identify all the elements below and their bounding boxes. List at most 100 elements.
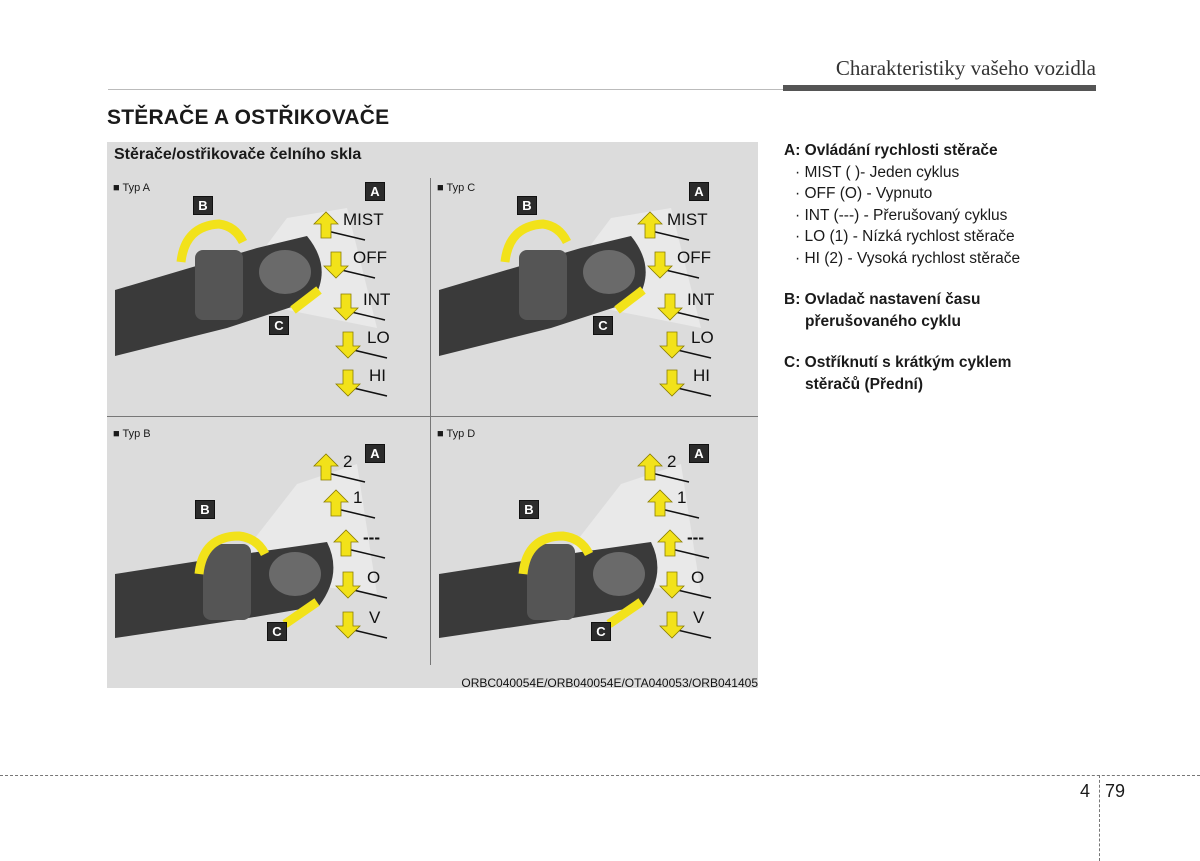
page-number: 79: [1105, 781, 1126, 801]
arrow-down-icon: [335, 611, 361, 639]
rotation-arrow: [500, 219, 572, 263]
wiper-icon: [593, 552, 645, 596]
arrow-down-icon: [659, 611, 685, 639]
legend-c-heading: C: Ostříknutí s krátkým cyklem: [784, 354, 1012, 371]
position-label: 1: [353, 488, 363, 507]
position-label: ---: [363, 528, 380, 547]
legend-a-heading: A: Ovládání rychlosti stěrače: [784, 142, 998, 159]
figure-vertical-divider: [430, 178, 431, 665]
wiper-icon: [269, 552, 321, 596]
rotation-arrow: [518, 531, 594, 575]
panel-type-label: ■ Typ D: [437, 428, 476, 440]
arrow-up-icon: [657, 529, 683, 557]
push-arrow: [614, 286, 646, 314]
position-label: OFF: [353, 248, 387, 267]
wiper-icon: [583, 250, 635, 294]
arrow-up-icon: [313, 211, 339, 239]
tag-a: A: [365, 182, 385, 201]
position-label: HI: [369, 366, 386, 385]
tag-a: A: [689, 444, 709, 463]
legend-a-item: · INT (---) - Přerušovaný cyklus: [795, 206, 1008, 224]
lever-ring: [195, 250, 243, 320]
arrow-down-icon: [335, 369, 361, 397]
legend-b-heading-cont: přerušovaného cyklu: [805, 312, 961, 330]
arrow-down-icon: [659, 331, 685, 359]
wiper-icon: [259, 250, 311, 294]
position-label: V: [693, 608, 705, 627]
tag-a: A: [365, 444, 385, 463]
arrow-down-icon: [333, 293, 359, 321]
wiper-lever-diagram: [439, 453, 712, 639]
footer-vertical-dashed-rule: [1099, 775, 1100, 861]
position-label: O: [367, 568, 381, 587]
running-title: Charakteristiky vašeho vozidla: [835, 56, 1096, 80]
footer-dashed-rule: [0, 775, 1200, 776]
lever-ring: [203, 544, 251, 620]
legend-a-item: · HI (2) - Vysoká rychlost stěrače: [795, 249, 1021, 267]
header-thick-rule: [783, 85, 1096, 91]
arrow-down-icon: [659, 571, 685, 599]
arrow-down-icon: [647, 251, 673, 279]
panel-type-label: ■ Typ B: [113, 428, 151, 440]
position-label: V: [369, 608, 381, 627]
push-arrow: [606, 598, 644, 628]
legend-b-heading: B: Ovladač nastavení času: [784, 291, 981, 308]
tag-a: A: [689, 182, 709, 201]
push-arrow: [290, 286, 322, 314]
position-label: MIST: [343, 210, 384, 229]
arrow-down-icon: [657, 293, 683, 321]
position-label: ---: [687, 528, 704, 547]
tag-b: B: [517, 196, 537, 215]
panel-type-label: ■ Typ C: [437, 182, 476, 194]
position-label: 1: [677, 488, 687, 507]
wiper-figure: Stěrače/ostřikovače čelního skla ■ Typ A…: [107, 142, 758, 690]
rotation-arrow: [194, 531, 270, 575]
arrow-up-icon: [647, 489, 673, 517]
tag-b: B: [193, 196, 213, 215]
position-label: 2: [343, 452, 353, 471]
legend: A: Ovládání rychlosti stěrače · MIST ( )…: [784, 140, 1114, 415]
arrow-down-icon: [335, 571, 361, 599]
rotation-arrow: [176, 219, 248, 263]
arrow-up-icon: [637, 453, 663, 481]
figure-caption: ORBC040054E/ORB040054E/OTA040053/ORB0414…: [461, 676, 758, 690]
wiper-lever-diagram: [115, 453, 388, 639]
legend-c-heading-cont: stěračů (Přední): [805, 375, 924, 393]
arrow-down-icon: [659, 369, 685, 397]
position-label: INT: [363, 290, 391, 309]
legend-a-item: · LO (1) - Nízká rychlost stěrače: [795, 228, 1015, 245]
push-arrow: [282, 598, 320, 628]
tag-c: C: [593, 316, 613, 335]
arrow-down-icon: [335, 331, 361, 359]
arrow-up-icon: [333, 529, 359, 557]
chapter-number: 4: [1080, 781, 1091, 801]
arrow-up-icon: [313, 453, 339, 481]
position-label: HI: [693, 366, 710, 385]
position-label: 2: [667, 452, 677, 471]
arrow-down-icon: [323, 251, 349, 279]
legend-a-item: · MIST ( )- Jeden cyklus: [795, 163, 960, 181]
position-label: O: [691, 568, 705, 587]
arrow-up-icon: [637, 211, 663, 239]
arrow-up-icon: [323, 489, 349, 517]
legend-a-item: · OFF (O) - Vypnuto: [795, 185, 933, 202]
lever-ring: [527, 544, 575, 620]
position-label: INT: [687, 290, 715, 309]
position-label: LO: [691, 328, 714, 347]
tag-c: C: [269, 316, 289, 335]
figure-horizontal-divider: [107, 416, 758, 417]
position-label: OFF: [677, 248, 711, 267]
header-thin-rule: [108, 89, 788, 90]
lever-ring: [519, 250, 567, 320]
tag-b: B: [195, 500, 215, 519]
tag-c: C: [591, 622, 611, 641]
panel-type-label: ■ Typ A: [113, 182, 151, 194]
section-title: STĚRAČE A OSTŘIKOVAČE: [107, 106, 390, 129]
tag-b: B: [519, 500, 539, 519]
wiper-lever-diagram: [439, 208, 712, 397]
figure-title: Stěrače/ostřikovače čelního skla: [114, 146, 362, 163]
